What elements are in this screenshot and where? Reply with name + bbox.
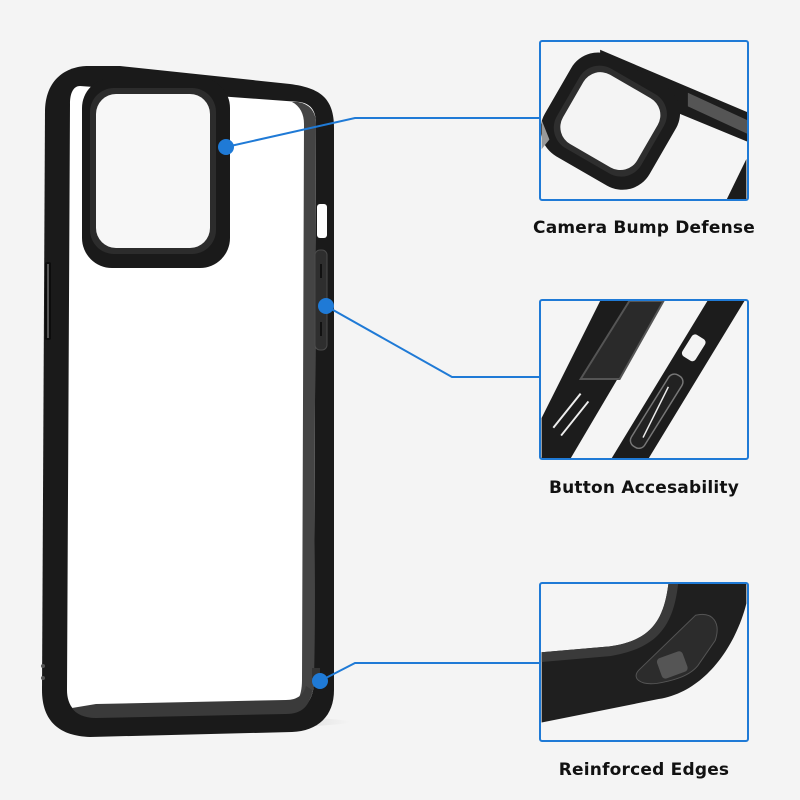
reinforced-corner-detail-icon — [541, 584, 747, 723]
camera-bump-detail-icon — [541, 49, 747, 199]
caption-camera: Camera Bump Defense — [533, 218, 755, 238]
detail-box-camera — [539, 40, 749, 201]
caption-buttons: Button Accesability — [548, 478, 740, 498]
caption-edges: Reinforced Edges — [558, 760, 730, 780]
callout-line-camera — [218, 117, 540, 155]
phone-case — [41, 66, 334, 737]
callout-line-edges — [312, 662, 540, 689]
callout-dot-buttons — [318, 298, 334, 314]
detail-box-edges — [539, 582, 749, 742]
callout-line-buttons — [318, 298, 540, 378]
detail-box-buttons — [539, 299, 749, 460]
callout-dot-edges — [312, 673, 328, 689]
button-cutout-detail-icon — [541, 301, 745, 458]
mute-switch-cutout — [317, 204, 327, 238]
callout-dot-camera — [218, 139, 234, 155]
